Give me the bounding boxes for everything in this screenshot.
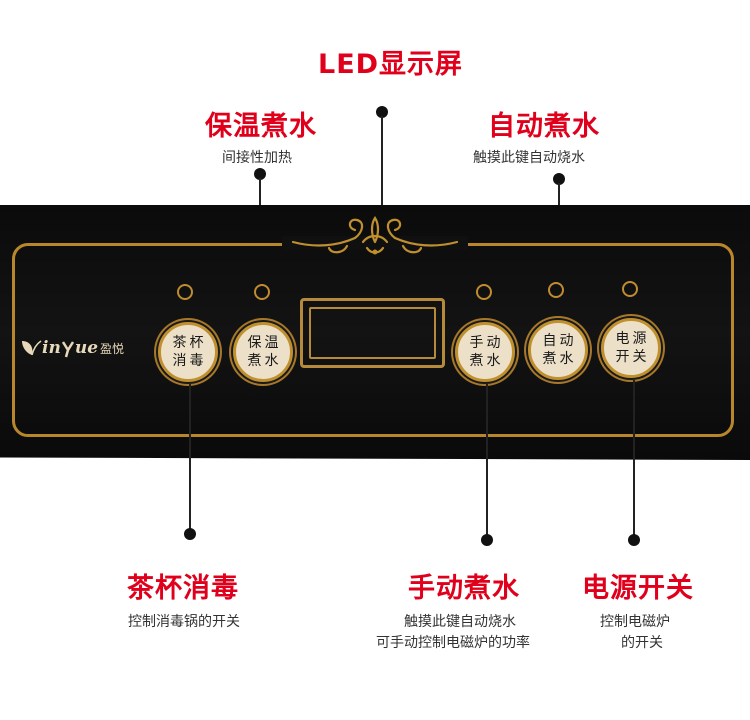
keep-warm-title: 保温煮水 bbox=[205, 111, 317, 142]
power-indicator bbox=[622, 281, 638, 297]
led-display-pointer-dot bbox=[376, 106, 388, 118]
keep-warm-desc: 间接性加热 bbox=[222, 150, 292, 166]
manual-boil-desc-line2: 可手动控制电磁炉的功率 bbox=[376, 635, 530, 651]
leaf-logo-icon bbox=[22, 340, 42, 356]
tea-disinfect-button[interactable]: 茶杯 消毒 bbox=[158, 322, 218, 382]
led-display-title: LED显示屏 bbox=[318, 49, 464, 80]
tea-disinfect-button-line1: 茶杯 bbox=[172, 335, 207, 351]
manual-boil-button[interactable]: 手动 煮水 bbox=[455, 322, 515, 382]
manual-boil-button-line2: 煮水 bbox=[469, 353, 504, 369]
keep-warm-pointer-dot bbox=[254, 168, 266, 180]
auto-boil-button-line1: 自动 bbox=[542, 333, 577, 349]
ornament-flourish-icon bbox=[291, 216, 459, 255]
brand-logo-text-a: in bbox=[42, 338, 61, 358]
manual-boil-desc-line1: 触摸此键自动烧水 bbox=[404, 614, 516, 630]
manual-boil-button-line1: 手动 bbox=[469, 335, 504, 351]
brand-logo: in ue 盈悦 bbox=[20, 336, 124, 360]
manual-boil-pointer-dot bbox=[481, 534, 493, 546]
manual-boil-pointer-line bbox=[486, 384, 488, 536]
auto-boil-button-line2: 煮水 bbox=[542, 351, 577, 367]
led-display-pointer-line bbox=[381, 116, 383, 252]
auto-boil-desc: 触摸此键自动烧水 bbox=[473, 150, 585, 166]
tea-disinfect-button-line2: 消毒 bbox=[172, 353, 207, 369]
keep-warm-button-line2: 煮水 bbox=[247, 353, 282, 369]
tea-disinfect-title: 茶杯消毒 bbox=[127, 573, 239, 604]
keep-warm-button-line1: 保温 bbox=[247, 335, 282, 351]
keep-warm-button[interactable]: 保温 煮水 bbox=[233, 322, 293, 382]
auto-boil-indicator bbox=[548, 282, 564, 298]
brand-y-glyph-icon bbox=[61, 341, 74, 358]
keep-warm-indicator bbox=[254, 284, 270, 300]
power-button[interactable]: 电源 开关 bbox=[601, 318, 661, 378]
tea-disinfect-pointer-line bbox=[189, 384, 191, 532]
tea-disinfect-pointer-dot bbox=[184, 528, 196, 540]
power-pointer-dot bbox=[628, 534, 640, 546]
auto-boil-button[interactable]: 自动 煮水 bbox=[528, 320, 588, 380]
power-button-line2: 开关 bbox=[615, 349, 650, 365]
led-display bbox=[300, 298, 445, 368]
brand-logo-cn: 盈悦 bbox=[100, 341, 125, 356]
tea-disinfect-desc: 控制消毒锅的开关 bbox=[128, 614, 240, 630]
power-desc-line2: 的开关 bbox=[621, 635, 663, 651]
auto-boil-title: 自动煮水 bbox=[488, 111, 600, 142]
power-pointer-line bbox=[633, 380, 635, 536]
auto-boil-pointer-dot bbox=[553, 173, 565, 185]
brand-logo-text-b: ue bbox=[74, 338, 99, 358]
power-button-line1: 电源 bbox=[615, 331, 650, 347]
manual-boil-indicator bbox=[476, 284, 492, 300]
tea-disinfect-indicator bbox=[177, 284, 193, 300]
power-desc-line1: 控制电磁炉 bbox=[600, 614, 670, 630]
power-title: 电源开关 bbox=[582, 573, 694, 604]
manual-boil-title: 手动煮水 bbox=[408, 573, 520, 604]
